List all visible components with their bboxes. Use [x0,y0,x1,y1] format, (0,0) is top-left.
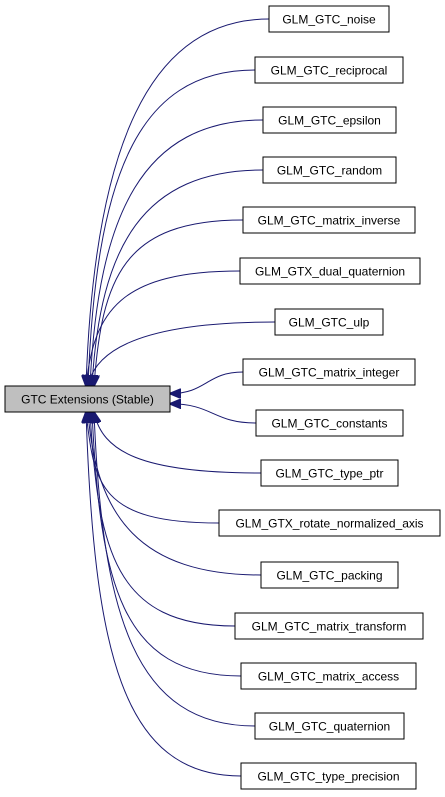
edge-type_precision [86,412,242,777]
node-label: GLM_GTC_matrix_integer [259,366,400,380]
node-box [234,612,424,640]
root-node-box [4,385,171,413]
node-label: GLM_GTC_matrix_access [258,670,399,684]
node-label: GLM_GTC_packing [276,569,382,583]
edge-matrix_access [92,412,242,677]
node-label: GLM_GTC_epsilon [278,114,381,128]
edge-packing [88,412,262,576]
node-label: GLM_GTX_dual_quaternion [255,265,405,279]
edge-dual_quaternion [86,270,241,386]
node-noise[interactable]: GLM_GTC_noise [268,5,390,33]
edge-reciprocal [88,69,256,386]
node-dual_quaternion[interactable]: GLM_GTX_dual_quaternion [239,257,421,285]
node-constants[interactable]: GLM_GTC_constants [255,409,404,437]
node-epsilon[interactable]: GLM_GTC_epsilon [262,106,397,134]
node-box [255,409,404,437]
edge-random [92,169,264,386]
node-label: GLM_GTC_reciprocal [271,64,388,78]
node-box [254,56,404,84]
root-node-label: GTC Extensions (Stable) [21,393,154,407]
edge-quaternion [94,412,256,727]
edge-epsilon [90,119,264,386]
node-label: GLM_GTC_type_precision [257,770,399,784]
node-box [242,206,416,234]
node-type_precision[interactable]: GLM_GTC_type_precision [240,762,417,790]
edge-rotate_normalized_axis [86,412,220,524]
node-box [274,308,384,336]
node-label: GLM_GTC_random [277,164,382,178]
node-box [239,257,421,285]
node-label: GLM_GTX_rotate_normalized_axis [235,517,423,531]
node-box [262,106,397,134]
node-box [240,762,417,790]
node-box [240,662,417,690]
node-label: GLM_GTC_ulp [289,316,370,330]
node-box [260,459,399,487]
node-box [268,5,390,33]
edge-constants [170,404,257,424]
edge-matrix_transform [90,412,236,627]
node-packing[interactable]: GLM_GTC_packing [260,561,399,589]
node-label: GLM_GTC_matrix_inverse [258,214,401,228]
edge-matrix_inverse [94,219,244,386]
node-matrix_inverse[interactable]: GLM_GTC_matrix_inverse [242,206,416,234]
node-label: GLM_GTC_matrix_transform [252,620,407,634]
node-matrix_transform[interactable]: GLM_GTC_matrix_transform [234,612,424,640]
node-label: GLM_GTC_noise [282,13,376,27]
node-matrix_access[interactable]: GLM_GTC_matrix_access [240,662,417,690]
node-box [262,156,397,184]
node-random[interactable]: GLM_GTC_random [262,156,397,184]
node-box [260,561,399,589]
node-matrix_integer[interactable]: GLM_GTC_matrix_integer [242,358,416,386]
node-quaternion[interactable]: GLM_GTC_quaternion [254,712,405,740]
child-nodes: GLM_GTC_noiseGLM_GTC_reciprocalGLM_GTC_e… [218,5,441,790]
edges [86,18,276,777]
node-box [218,509,441,537]
edge-matrix_integer [170,371,244,394]
node-type_ptr[interactable]: GLM_GTC_type_ptr [260,459,399,487]
edge-ulp [88,321,276,386]
edge-type_ptr [94,412,262,474]
node-label: GLM_GTC_type_ptr [275,467,383,481]
node-label: GLM_GTC_quaternion [269,720,390,734]
node-box [242,358,416,386]
edge-noise [86,18,270,386]
node-rotate_normalized_axis[interactable]: GLM_GTX_rotate_normalized_axis [218,509,441,537]
node-ulp[interactable]: GLM_GTC_ulp [274,308,384,336]
node-label: GLM_GTC_constants [271,417,387,431]
node-reciprocal[interactable]: GLM_GTC_reciprocal [254,56,404,84]
root-node[interactable]: GTC Extensions (Stable) [4,385,171,413]
node-box [254,712,405,740]
